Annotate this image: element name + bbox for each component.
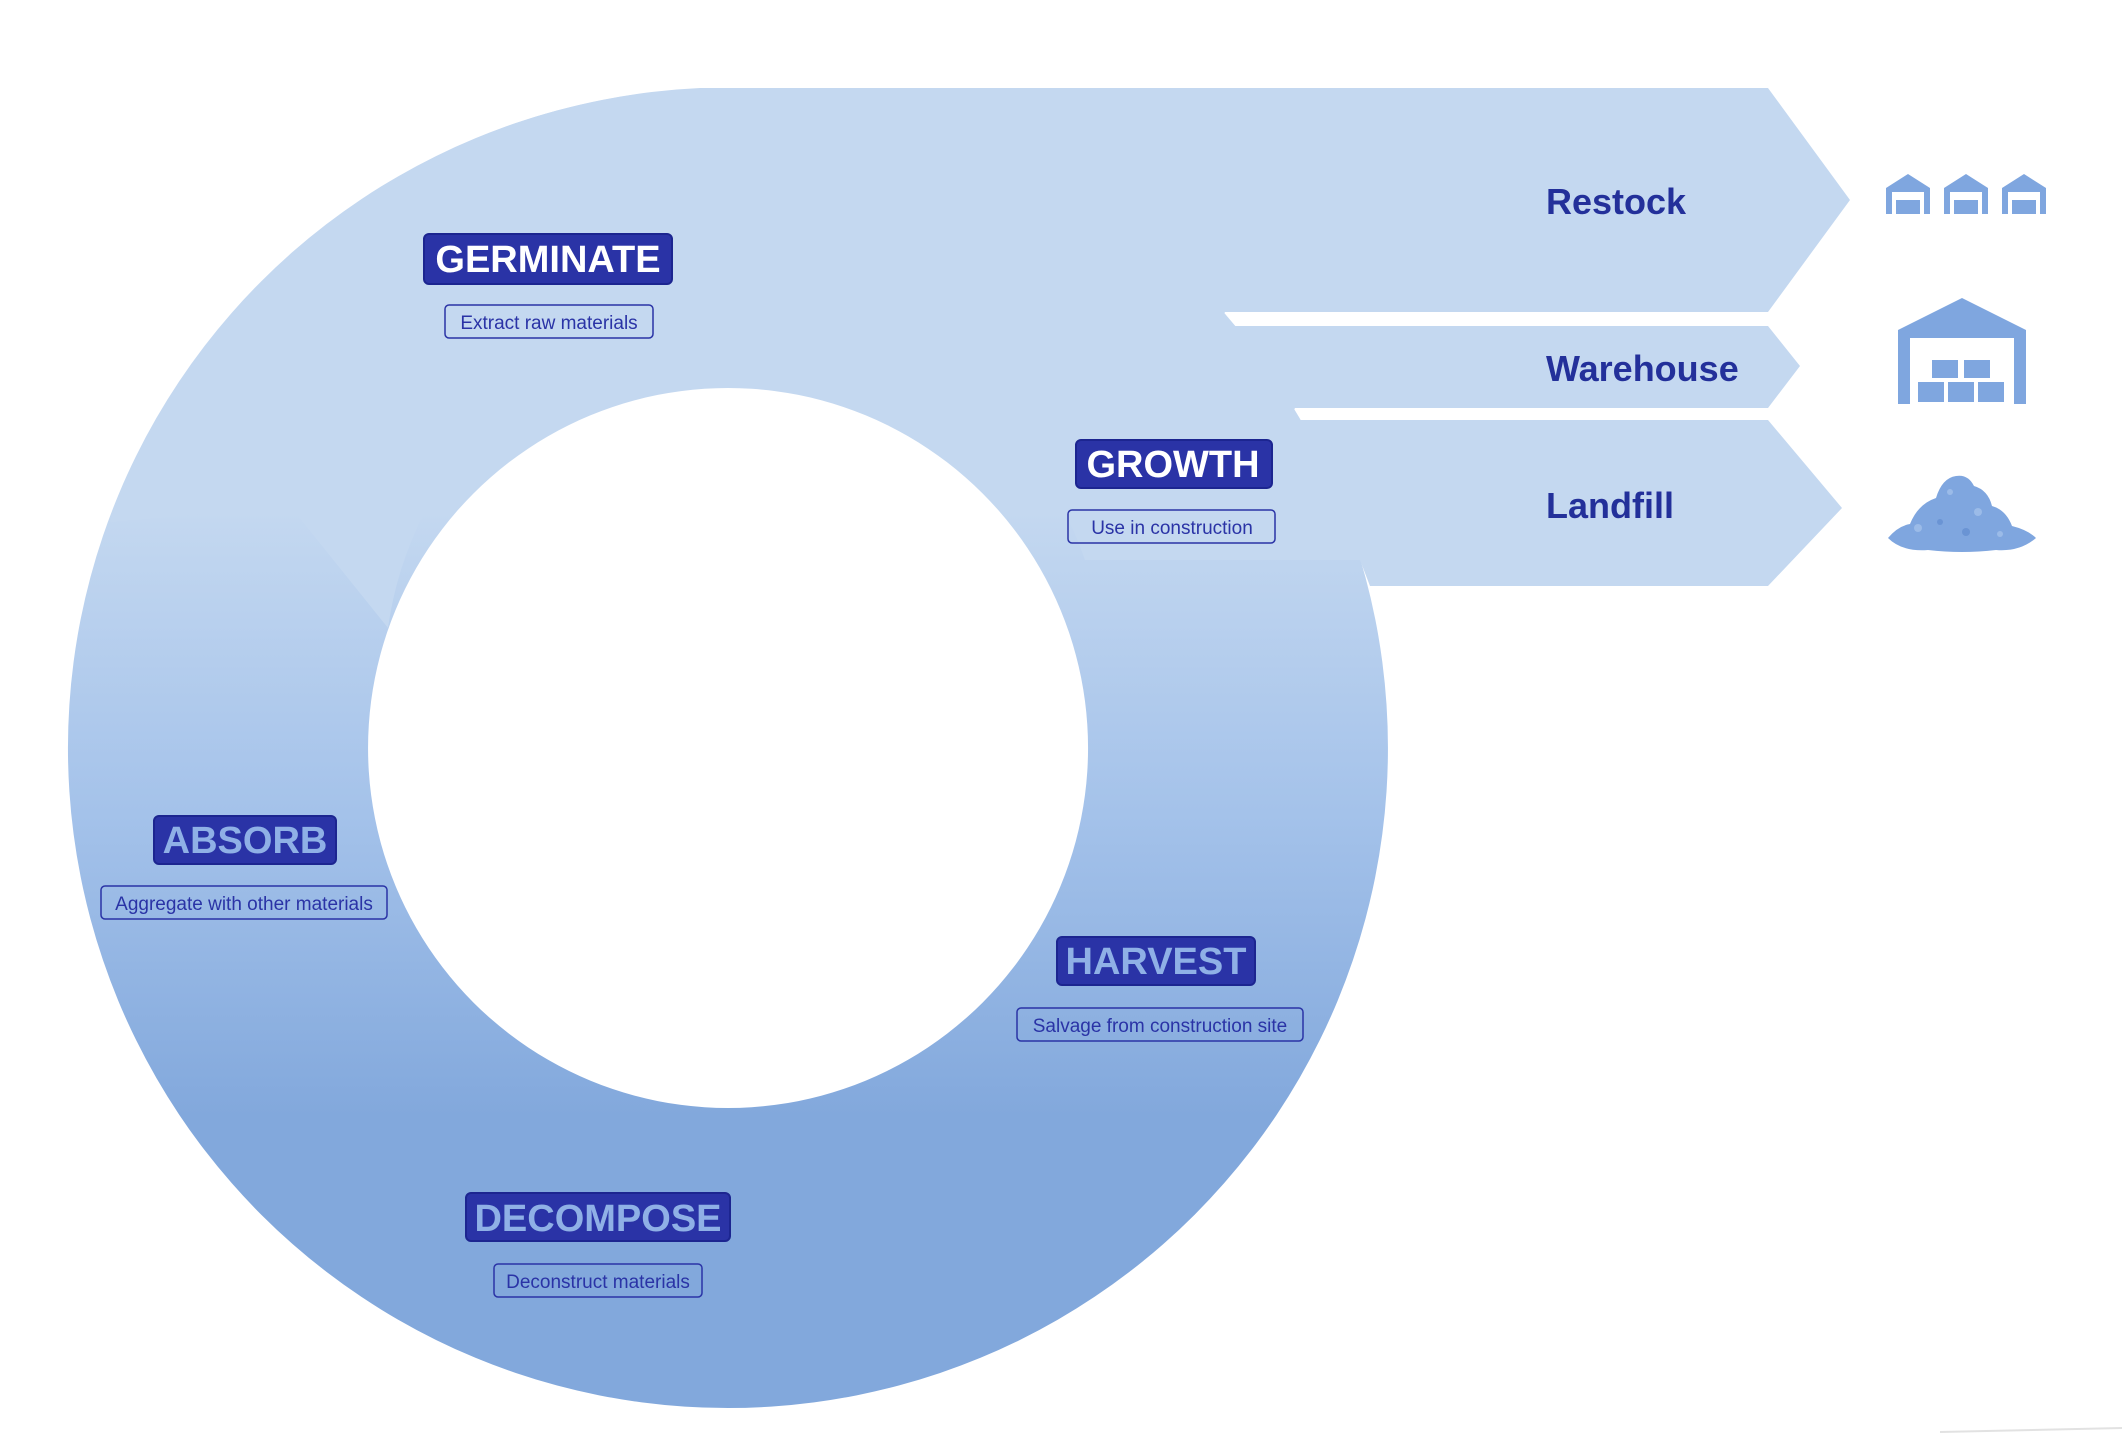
stage-description-box — [1016, 1007, 1304, 1042]
stage-description: Aggregate with other materials — [115, 894, 373, 915]
stage-description: Extract raw materials — [460, 313, 637, 334]
warehouse-icon — [1898, 298, 2026, 404]
small-warehouses-icon — [1886, 174, 2046, 214]
stage-description: Salvage from construction site — [1033, 1016, 1288, 1037]
stage-title-box — [465, 1192, 731, 1242]
stage-description: Use in construction — [1091, 518, 1253, 539]
stage-title: ABSORB — [163, 820, 328, 862]
stage-description-box — [444, 304, 654, 339]
stage-harvest[interactable]: HARVEST Salvage from construction site — [1016, 936, 1304, 1042]
stage-title: DECOMPOSE — [474, 1198, 721, 1240]
output-label-landfill: Landfill — [1546, 485, 1674, 526]
stage-description-box — [1067, 509, 1276, 544]
stage-description-box — [100, 885, 388, 920]
output-label-warehouse: Warehouse — [1546, 348, 1739, 389]
rubble-pile-icon — [1888, 475, 2036, 552]
stage-title-box — [423, 233, 673, 285]
stage-title-box — [1056, 936, 1256, 986]
stage-decompose[interactable]: DECOMPOSE Deconstruct materials — [465, 1192, 731, 1298]
stage-title-box — [1075, 439, 1273, 489]
stage-title: GERMINATE — [435, 239, 660, 281]
output-label-restock: Restock — [1546, 181, 1687, 222]
ring-upper-band — [110, 88, 1850, 628]
stage-absorb[interactable]: ABSORB Aggregate with other materials — [100, 815, 388, 920]
stage-title-box — [153, 815, 337, 865]
stage-germinate[interactable]: GERMINATE Extract raw materials — [423, 233, 673, 339]
stage-description: Deconstruct materials — [506, 1272, 690, 1293]
stage-description-box — [493, 1263, 703, 1298]
corner-edge-line — [1939, 1427, 2122, 1433]
stage-title: HARVEST — [1066, 941, 1247, 983]
stage-title: GROWTH — [1086, 444, 1259, 486]
stage-growth[interactable]: GROWTH Use in construction — [1067, 439, 1276, 544]
